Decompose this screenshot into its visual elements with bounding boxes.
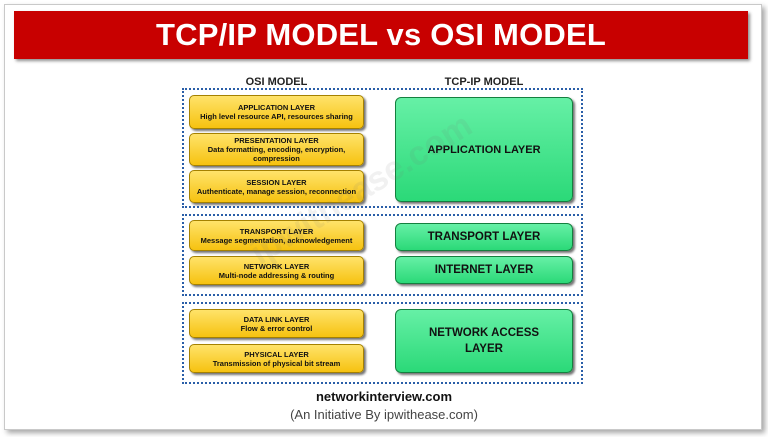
osi-layer-name: PHYSICAL LAYER (244, 349, 309, 359)
lower-layers-group (182, 302, 583, 384)
osi-layer-name: APPLICATION LAYER (237, 103, 316, 112)
osi-transport-layer: TRANSPORT LAYER Message segmentation, ac… (189, 220, 364, 251)
title-banner: TCP/IP MODEL vs OSI MODEL (14, 11, 748, 59)
tcpip-transport-layer: TRANSPORT LAYER (395, 223, 573, 251)
page-title: TCP/IP MODEL vs OSI MODEL (156, 17, 606, 52)
osi-column-header: OSI MODEL (245, 76, 308, 88)
osi-layer-name: DATA LINK LAYER (243, 314, 310, 324)
osi-layer-name: NETWORK LAYER (243, 261, 310, 271)
image-frame (4, 4, 762, 430)
osi-session-layer: SESSION LAYER Authenticate, manage sessi… (189, 170, 364, 203)
osi-layer-desc: High level resource API, resources shari… (200, 112, 353, 121)
tcpip-network-access-layer: NETWORK ACCESS LAYER (395, 309, 573, 373)
osi-layer-name: PRESENTATION LAYER (234, 136, 319, 145)
osi-physical-layer: PHYSICAL LAYER Transmission of physical … (189, 344, 364, 373)
middle-layers-group (182, 214, 583, 296)
footer-site: networkinterview.com (315, 389, 453, 404)
osi-layer-desc: Message segmentation, acknowledgement (200, 235, 353, 245)
osi-layer-name: SESSION LAYER (246, 177, 307, 187)
osi-layer-desc: Authenticate, manage session, reconnecti… (196, 186, 357, 196)
upper-layers-group (182, 88, 583, 208)
tcpip-layer-name: APPLICATION LAYER (427, 143, 541, 156)
osi-layer-desc: Data formatting, encoding, encryption, c… (207, 145, 346, 163)
tcpip-internet-layer: INTERNET LAYER (395, 256, 573, 284)
osi-network-layer: NETWORK LAYER Multi-node addressing & ro… (189, 256, 364, 285)
tcpip-layer-name: NETWORK ACCESS LAYER (428, 327, 540, 355)
osi-layer-desc: Multi-node addressing & routing (218, 270, 335, 280)
osi-layer-name: TRANSPORT LAYER (239, 226, 314, 236)
osi-data-link-layer: DATA LINK LAYER Flow & error control (189, 309, 364, 338)
osi-layer-desc: Transmission of physical bit stream (212, 358, 341, 368)
osi-layer-desc: Flow & error control (240, 323, 313, 333)
tcpip-application-layer: APPLICATION LAYER (395, 97, 573, 202)
tcpip-layer-name: INTERNET LAYER (434, 264, 534, 276)
tcpip-column-header: TCP-IP MODEL (444, 76, 524, 88)
footer-tagline: (An Initiative By ipwithease.com) (290, 407, 478, 422)
tcpip-layer-name: TRANSPORT LAYER (427, 231, 541, 243)
osi-application-layer: APPLICATION LAYER High level resource AP… (189, 95, 364, 129)
osi-presentation-layer: PRESENTATION LAYER Data formatting, enco… (189, 133, 364, 166)
